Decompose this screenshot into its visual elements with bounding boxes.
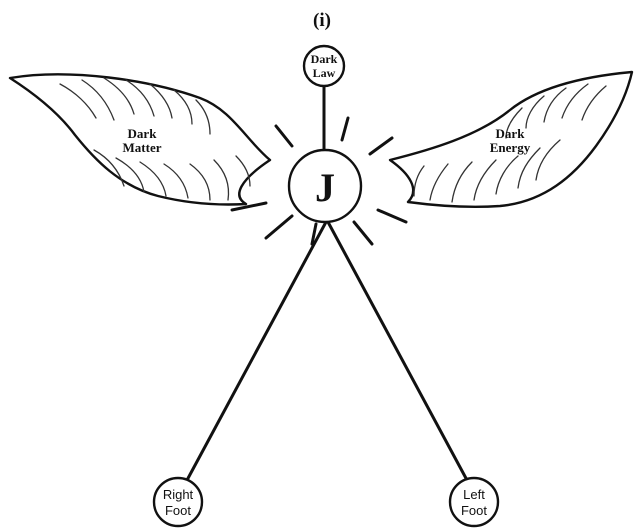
left-foot-label-line2: Foot bbox=[461, 503, 487, 518]
connector-right-foot bbox=[184, 220, 328, 484]
dark-law-label-line1: Dark bbox=[311, 52, 338, 66]
left-foot-node: Left Foot bbox=[448, 476, 500, 528]
left-foot-label-line1: Left bbox=[463, 487, 485, 502]
right-wing-label-line1: Dark bbox=[496, 126, 526, 141]
right-foot-label-line2: Foot bbox=[165, 503, 191, 518]
center-node-label: J bbox=[315, 165, 335, 210]
dark-law-label-line2: Law bbox=[313, 66, 336, 80]
dark-law-node: Dark Law bbox=[302, 44, 346, 88]
center-node-j: J bbox=[287, 148, 363, 224]
connector-left-foot bbox=[326, 220, 470, 484]
left-wing bbox=[8, 73, 272, 206]
radiant-rays bbox=[230, 116, 408, 246]
left-wing-label-line2: Matter bbox=[123, 140, 162, 155]
left-wing-label-line1: Dark bbox=[128, 126, 158, 141]
connectors bbox=[184, 82, 470, 484]
right-wing bbox=[388, 70, 634, 208]
right-foot-node: Right Foot bbox=[152, 476, 204, 528]
left-wing-feathers bbox=[59, 77, 251, 201]
right-wing-feathers bbox=[413, 83, 607, 203]
right-wing-label-line2: Energy bbox=[490, 140, 531, 155]
figure-label: (i) bbox=[313, 10, 331, 31]
right-foot-label-line1: Right bbox=[163, 487, 194, 502]
